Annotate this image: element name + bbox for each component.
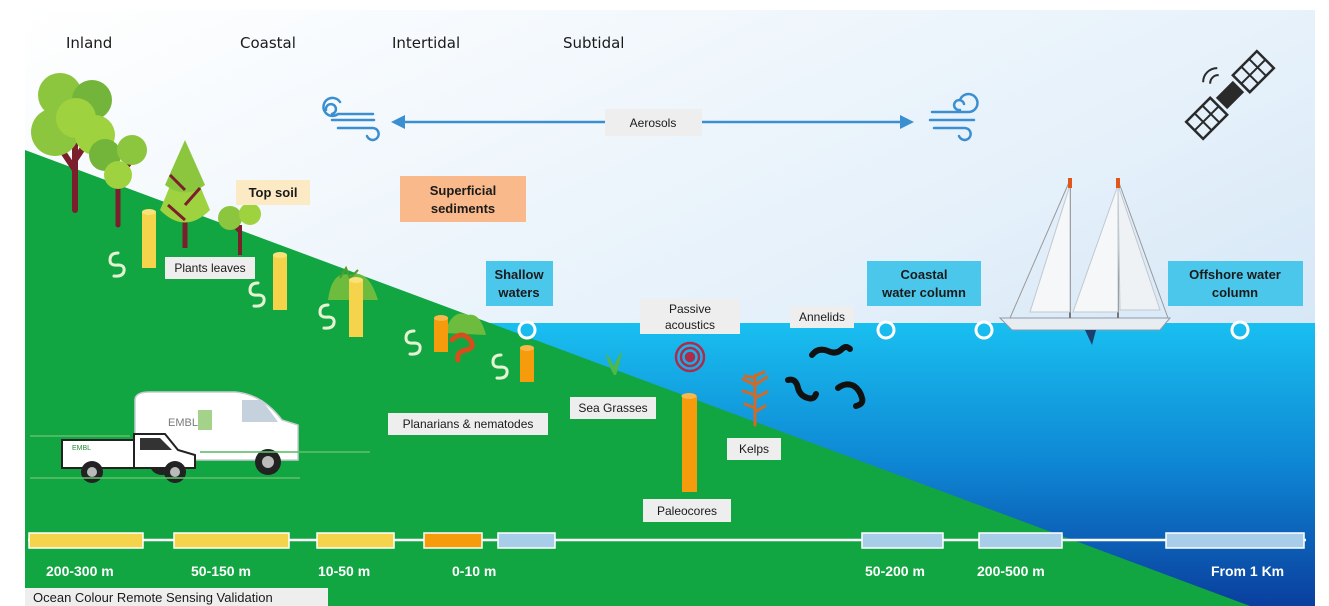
- satellite-icon: [1184, 49, 1276, 141]
- worm-icon: [491, 353, 509, 380]
- sailboat-icon: [998, 178, 1172, 345]
- distance-segment: [423, 532, 483, 549]
- zone-subtidal: Subtidal: [563, 34, 624, 52]
- kelp-icon: [741, 370, 769, 427]
- sampling-cores: [142, 209, 697, 492]
- label-paleocores: Paleocores: [643, 499, 731, 522]
- wind-icon: [928, 92, 979, 142]
- seagrass-icon: [606, 351, 622, 375]
- worm-icon: [318, 303, 336, 330]
- core-coastal: [273, 252, 287, 310]
- label-annelids: Annelids: [790, 306, 854, 328]
- worm-icon: [404, 329, 422, 356]
- distance-segment: [978, 532, 1063, 549]
- svg-text:Coastal: Coastal: [901, 267, 948, 282]
- sampling-station-icon: [974, 320, 994, 340]
- distance-segment: [28, 532, 144, 549]
- tree-icon: [218, 203, 261, 255]
- core-paleo: [681, 393, 697, 492]
- zone-coastal: Coastal: [240, 34, 296, 52]
- distance-label: 0-10 m: [452, 563, 496, 579]
- sampling-station-icon: [876, 320, 896, 340]
- sampling-station-icon: [1230, 320, 1250, 340]
- distance-segment: [1165, 532, 1305, 549]
- distance-label: 200-500 m: [977, 563, 1045, 579]
- distance-segment: [497, 532, 556, 549]
- footer-caption: Ocean Colour Remote Sensing Validation: [33, 590, 273, 605]
- land-slope: [25, 150, 1250, 606]
- bush-icon: [445, 313, 486, 335]
- truck-logo-text: EMBL: [72, 445, 91, 452]
- superficial-line1: Superficial: [430, 183, 496, 198]
- distance-segment: [173, 532, 290, 549]
- distance-label: 200-300 m: [46, 563, 114, 579]
- label-kelps: Kelps: [727, 438, 781, 460]
- annelid-icon: [785, 344, 866, 409]
- svg-text:Plants leaves: Plants leaves: [174, 261, 245, 275]
- tree-icon: [160, 140, 210, 248]
- svg-text:Sea Grasses: Sea Grasses: [578, 401, 647, 415]
- svg-text:column: column: [1212, 285, 1258, 300]
- sonar-icon: [674, 341, 706, 373]
- label-passive-acoustics: Passive acoustics: [640, 299, 740, 334]
- svg-text:waters: waters: [497, 285, 539, 300]
- svg-text:Top soil: Top soil: [249, 185, 298, 200]
- svg-text:Planarians & nematodes: Planarians & nematodes: [403, 417, 534, 431]
- distance-label: 50-150 m: [191, 563, 251, 579]
- label-superficial-sediments: Superficial sediments: [400, 176, 526, 222]
- svg-text:water column: water column: [881, 285, 966, 300]
- svg-text:Passive: Passive: [669, 302, 711, 316]
- aerosols-label: Aerosols: [630, 116, 677, 130]
- svg-text:Offshore water: Offshore water: [1189, 267, 1281, 282]
- distance-segment: [316, 532, 395, 549]
- footer-box: [25, 588, 328, 606]
- worm-icon: [248, 281, 266, 308]
- aerosols-arrow: Aerosols: [391, 109, 914, 136]
- core-superficial: [434, 315, 448, 352]
- label-sea-grasses: Sea Grasses: [570, 397, 656, 419]
- label-top-soil: Top soil: [236, 180, 310, 205]
- svg-text:Shallow: Shallow: [494, 267, 544, 282]
- label-offshore-water-column: Offshore water column: [1168, 261, 1303, 306]
- superficial-line2: sediments: [431, 201, 495, 216]
- label-coastal-water-column: Coastal water column: [867, 261, 981, 306]
- label-shallow-waters: Shallow waters: [486, 261, 553, 306]
- distance-label: 50-200 m: [865, 563, 925, 579]
- core-shallow: [520, 345, 534, 382]
- core-top-soil: [142, 209, 156, 268]
- svg-text:acoustics: acoustics: [665, 318, 715, 332]
- van-logo-text: EMBL: [168, 417, 198, 429]
- worm-icon: [108, 251, 126, 278]
- zone-inland: Inland: [66, 34, 112, 52]
- label-planarians-nematodes: Planarians & nematodes: [388, 413, 548, 435]
- wind-icon: [322, 96, 380, 142]
- zone-intertidal: Intertidal: [392, 34, 460, 52]
- sampling-station-icon: [517, 320, 537, 340]
- distance-label: From 1 Km: [1211, 563, 1284, 579]
- svg-text:Kelps: Kelps: [739, 442, 769, 456]
- distance-label: 10-50 m: [318, 563, 370, 579]
- core-intertidal: [349, 277, 363, 337]
- distance-scale: [28, 532, 1306, 549]
- svg-text:Annelids: Annelids: [799, 310, 845, 324]
- tree-icon: [31, 73, 115, 213]
- distance-segment: [861, 532, 944, 549]
- svg-text:Paleocores: Paleocores: [657, 504, 717, 518]
- label-plants-leaves: Plants leaves: [165, 257, 255, 279]
- tree-icon: [89, 135, 147, 228]
- planarian-icon: [449, 332, 475, 363]
